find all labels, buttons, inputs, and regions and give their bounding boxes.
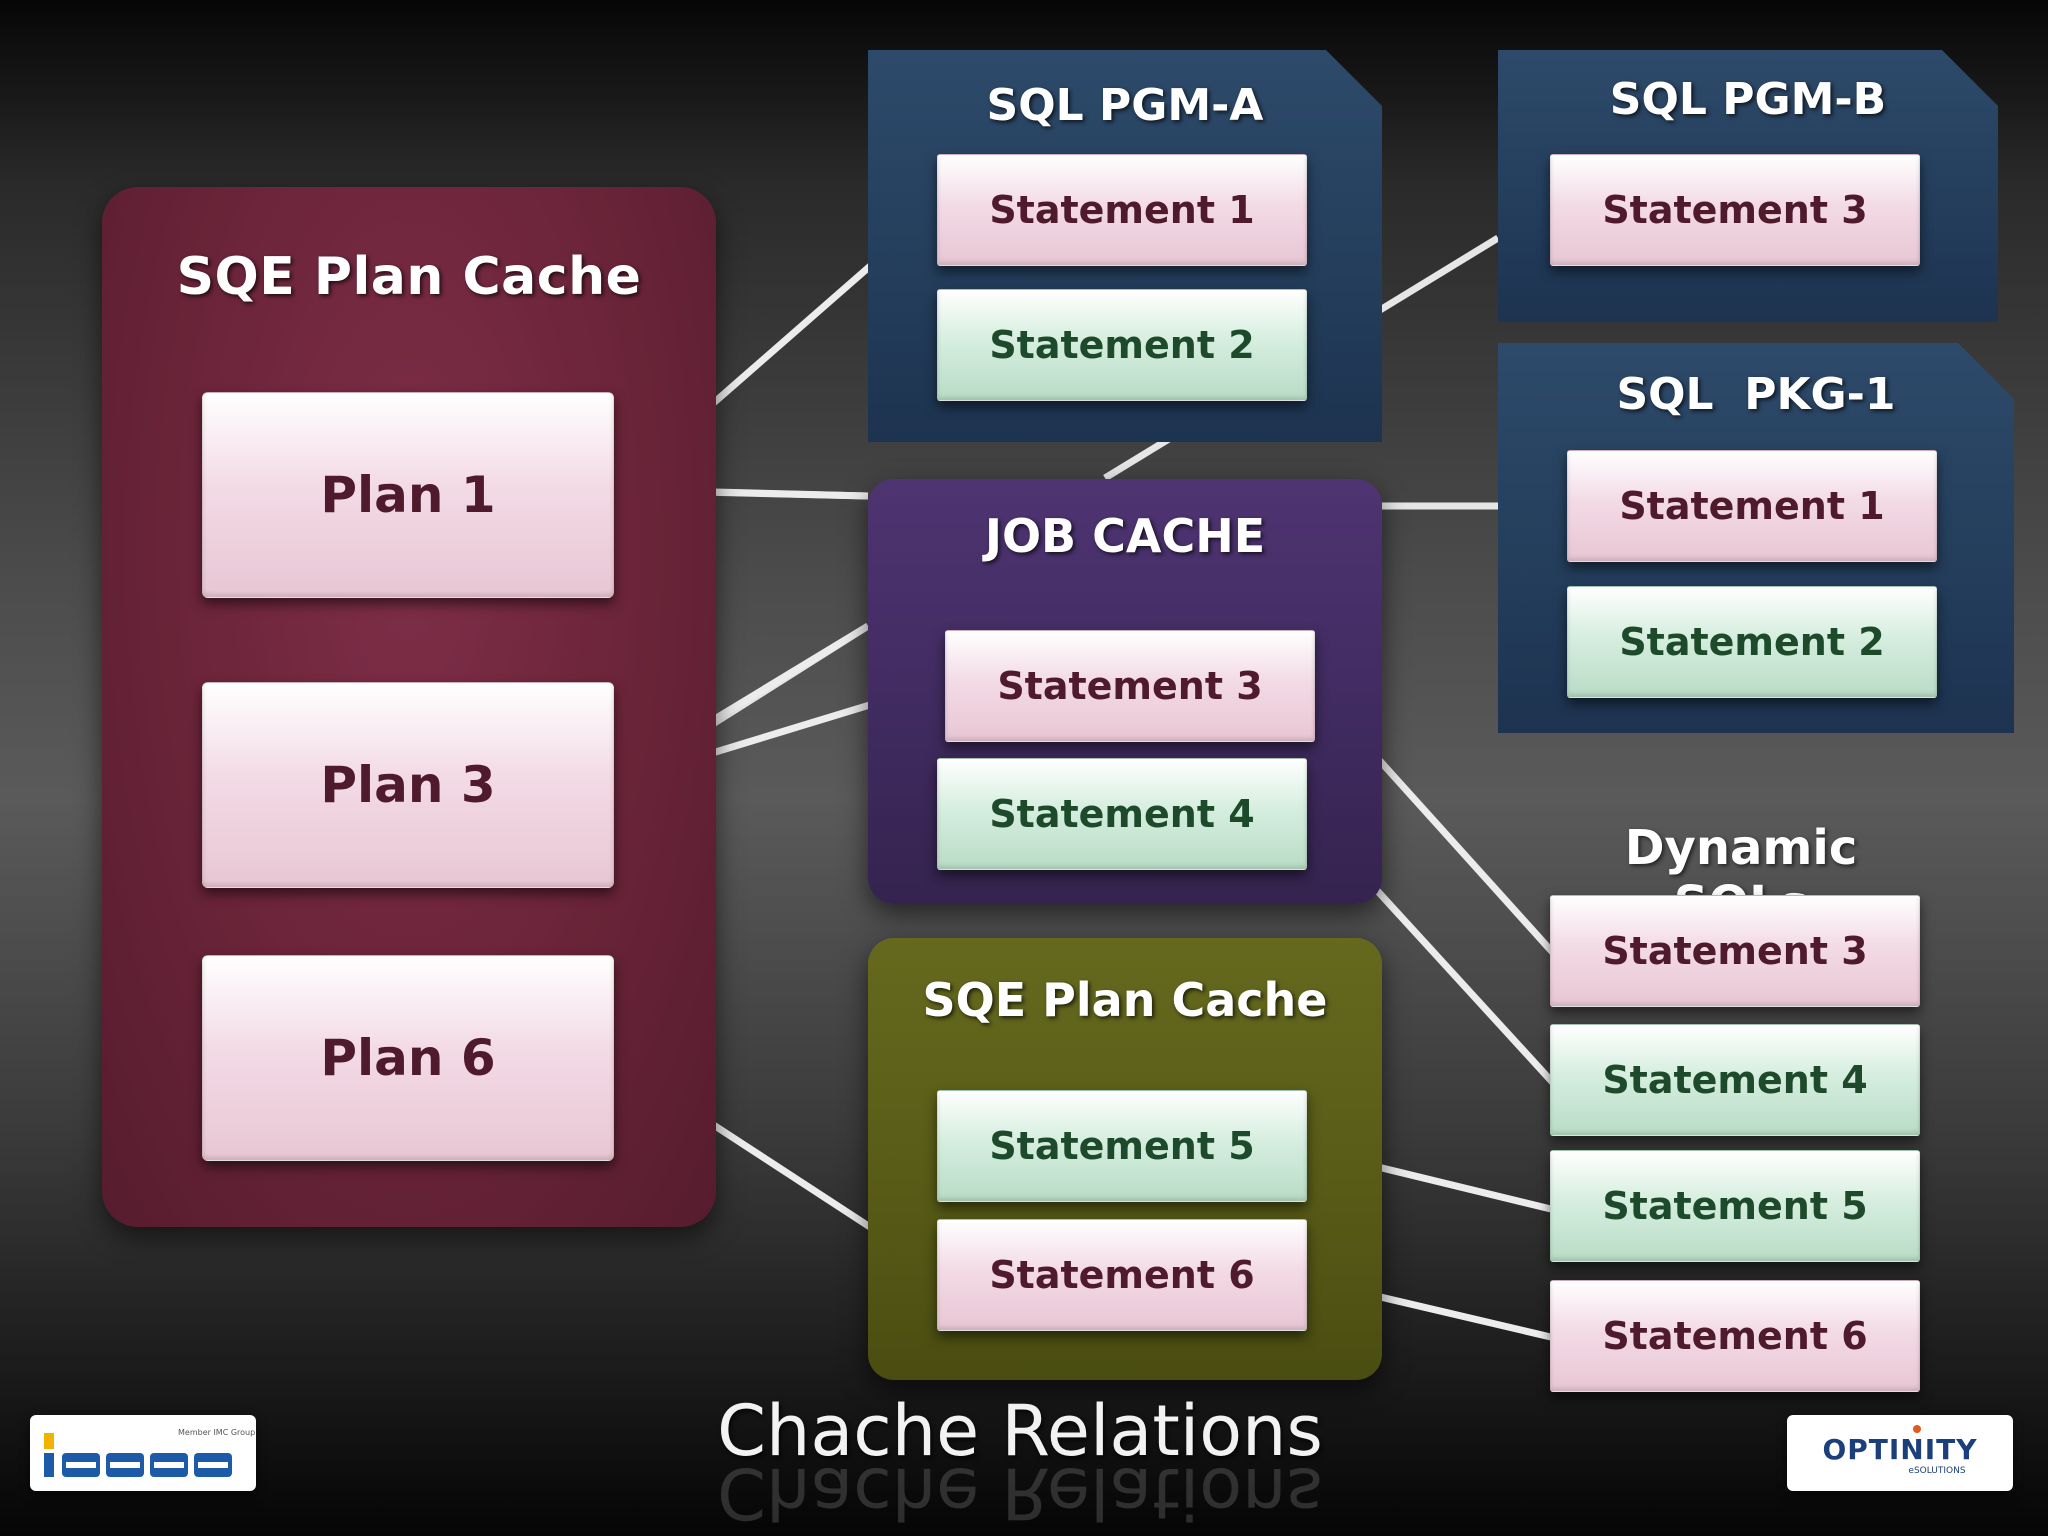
- slide-title: Chache Relations: [717, 1390, 1323, 1472]
- pkg-1-statement-2: Statement 2: [1567, 586, 1937, 698]
- sql-pkg-1-title: SQL PKG-1: [1616, 369, 1896, 420]
- sqe-plan-cache-title: SQE Plan Cache: [176, 247, 642, 307]
- dynamic-statement-3: Statement 3: [1550, 895, 1920, 1007]
- lower-sqe-plan-cache-title: SQE Plan Cache: [922, 973, 1328, 1027]
- sql-pgm-b-title: SQL PGM-B: [1609, 74, 1887, 125]
- job-cache-title: JOB CACHE: [984, 509, 1266, 563]
- optinity-logo: OPTINITY eSOLUTIONS: [1787, 1415, 2013, 1491]
- isear-logo: Member IMC Group: [30, 1415, 256, 1491]
- dynamic-statement-6: Statement 6: [1550, 1280, 1920, 1392]
- svg-text:Member IMC Group: Member IMC Group: [178, 1428, 255, 1437]
- sql-pgm-a-title: SQL PGM-A: [986, 80, 1264, 131]
- pgm-a-statement-2: Statement 2: [937, 289, 1307, 401]
- pgm-b-statement-3: Statement 3: [1550, 154, 1920, 266]
- job-cache-statement-3: Statement 3: [945, 630, 1315, 742]
- plan-1-box: Plan 1: [202, 392, 614, 598]
- svg-text:eSOLUTIONS: eSOLUTIONS: [1908, 1466, 1965, 1476]
- pgm-a-statement-1: Statement 1: [937, 154, 1307, 266]
- plan-3-box: Plan 3: [202, 682, 614, 888]
- dynamic-statement-5: Statement 5: [1550, 1150, 1920, 1262]
- lower-cache-statement-5: Statement 5: [937, 1090, 1307, 1202]
- svg-text:OPTINITY: OPTINITY: [1822, 1433, 1977, 1466]
- dynamic-statement-4: Statement 4: [1550, 1024, 1920, 1136]
- job-cache-statement-4: Statement 4: [937, 758, 1307, 870]
- pkg-1-statement-1: Statement 1: [1567, 450, 1937, 562]
- lower-cache-statement-6: Statement 6: [937, 1219, 1307, 1331]
- plan-6-box: Plan 6: [202, 955, 614, 1161]
